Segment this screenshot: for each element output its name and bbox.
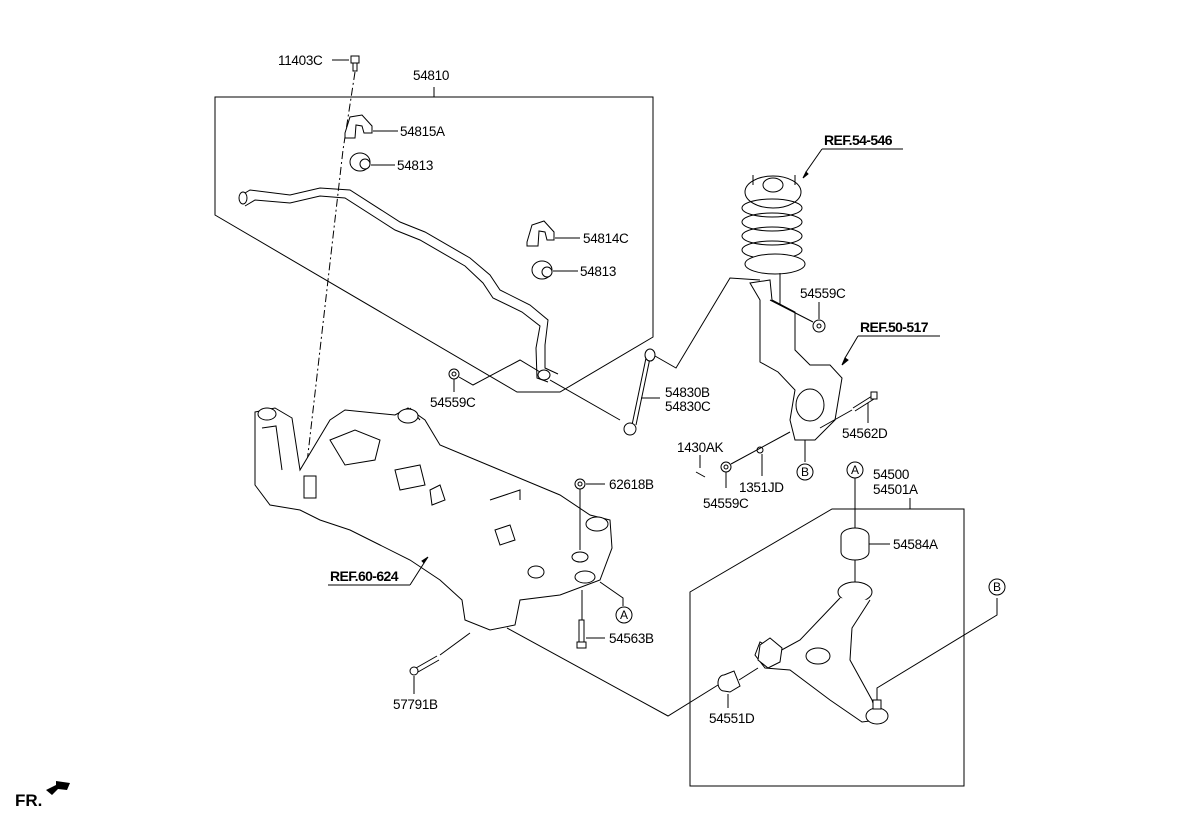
callout-B-label: B: [801, 465, 809, 479]
bushing-clamp-54815A[interactable]: [344, 114, 373, 139]
bushing-54584A[interactable]: [840, 527, 870, 561]
nut-54559C-c[interactable]: [720, 461, 732, 473]
front-indicator-label: FR.: [15, 791, 42, 810]
assembly-axis-line: [304, 71, 356, 481]
bushing-54813-a[interactable]: [349, 152, 371, 172]
label-11403C[interactable]: 11403C: [278, 53, 323, 68]
bolt-54563B[interactable]: [576, 619, 587, 649]
callout-A-crossmember: A: [615, 606, 633, 624]
leader-lines: [328, 59, 940, 639]
bolt-54562D[interactable]: [852, 391, 878, 412]
bushing-leader: [506, 627, 719, 717]
callout-A-lowerarm: A: [846, 461, 864, 486]
crossmember[interactable]: [254, 407, 613, 631]
bushing-clamp-54814C[interactable]: [526, 220, 555, 247]
callout-B-label: B: [993, 580, 1001, 594]
label-54815A[interactable]: 54815A: [400, 124, 445, 139]
label-54813-b[interactable]: 54813: [580, 264, 616, 279]
lower-control-arm[interactable]: [754, 581, 889, 725]
ref-50-517-link[interactable]: REF.50-517: [860, 319, 929, 335]
label-54830B[interactable]: 54830B: [665, 385, 710, 400]
nut-54559C-a[interactable]: [448, 368, 460, 380]
label-57791B[interactable]: 57791B: [393, 697, 438, 712]
label-54559C-b[interactable]: 54559C: [800, 286, 846, 301]
stabilizer-group-outline: [214, 87, 654, 393]
steering-knuckle[interactable]: [749, 279, 843, 441]
lower-arm-group-outline: [689, 498, 965, 787]
stabilizer-link-54830[interactable]: [623, 348, 656, 436]
callout-A-label: A: [851, 463, 859, 477]
callout-A-label: A: [620, 608, 628, 622]
label-54810[interactable]: 54810: [413, 68, 449, 83]
bushing-54813-b[interactable]: [531, 260, 553, 280]
label-54562D[interactable]: 54562D: [842, 426, 888, 441]
label-54551D[interactable]: 54551D: [709, 711, 755, 726]
cotter-pin-1430AK[interactable]: [695, 471, 706, 478]
label-54559C-c[interactable]: 54559C: [703, 496, 749, 511]
nut-54559C-b[interactable]: [812, 319, 826, 333]
label-54814C[interactable]: 54814C: [583, 231, 629, 246]
front-arrow-icon: [46, 781, 70, 795]
nut-62618B[interactable]: [574, 478, 586, 490]
label-1351JD[interactable]: 1351JD: [739, 480, 785, 495]
bolt-57791B[interactable]: [409, 655, 440, 676]
label-54584A[interactable]: 54584A: [893, 537, 938, 552]
ref-54-546-link[interactable]: REF.54-546: [824, 132, 893, 148]
callout-B-knuckle: B: [796, 463, 814, 481]
bolt-11403C[interactable]: [350, 55, 360, 72]
stabilizer-bar[interactable]: [238, 187, 559, 383]
label-54501A[interactable]: 54501A: [873, 482, 918, 497]
callout-B-balljoint: B: [988, 578, 1006, 596]
label-1430AK[interactable]: 1430AK: [677, 440, 724, 455]
label-54500[interactable]: 54500: [873, 467, 909, 482]
label-54813-a[interactable]: 54813: [397, 158, 433, 173]
label-54830C[interactable]: 54830C: [665, 399, 711, 414]
label-54563B[interactable]: 54563B: [609, 631, 654, 646]
ref-60-624-link[interactable]: REF.60-624: [330, 568, 399, 584]
strut-assembly[interactable]: [741, 175, 806, 310]
bushing-54551D[interactable]: [717, 670, 741, 693]
label-62618B[interactable]: 62618B: [609, 477, 654, 492]
label-54559C-a[interactable]: 54559C: [430, 395, 476, 410]
